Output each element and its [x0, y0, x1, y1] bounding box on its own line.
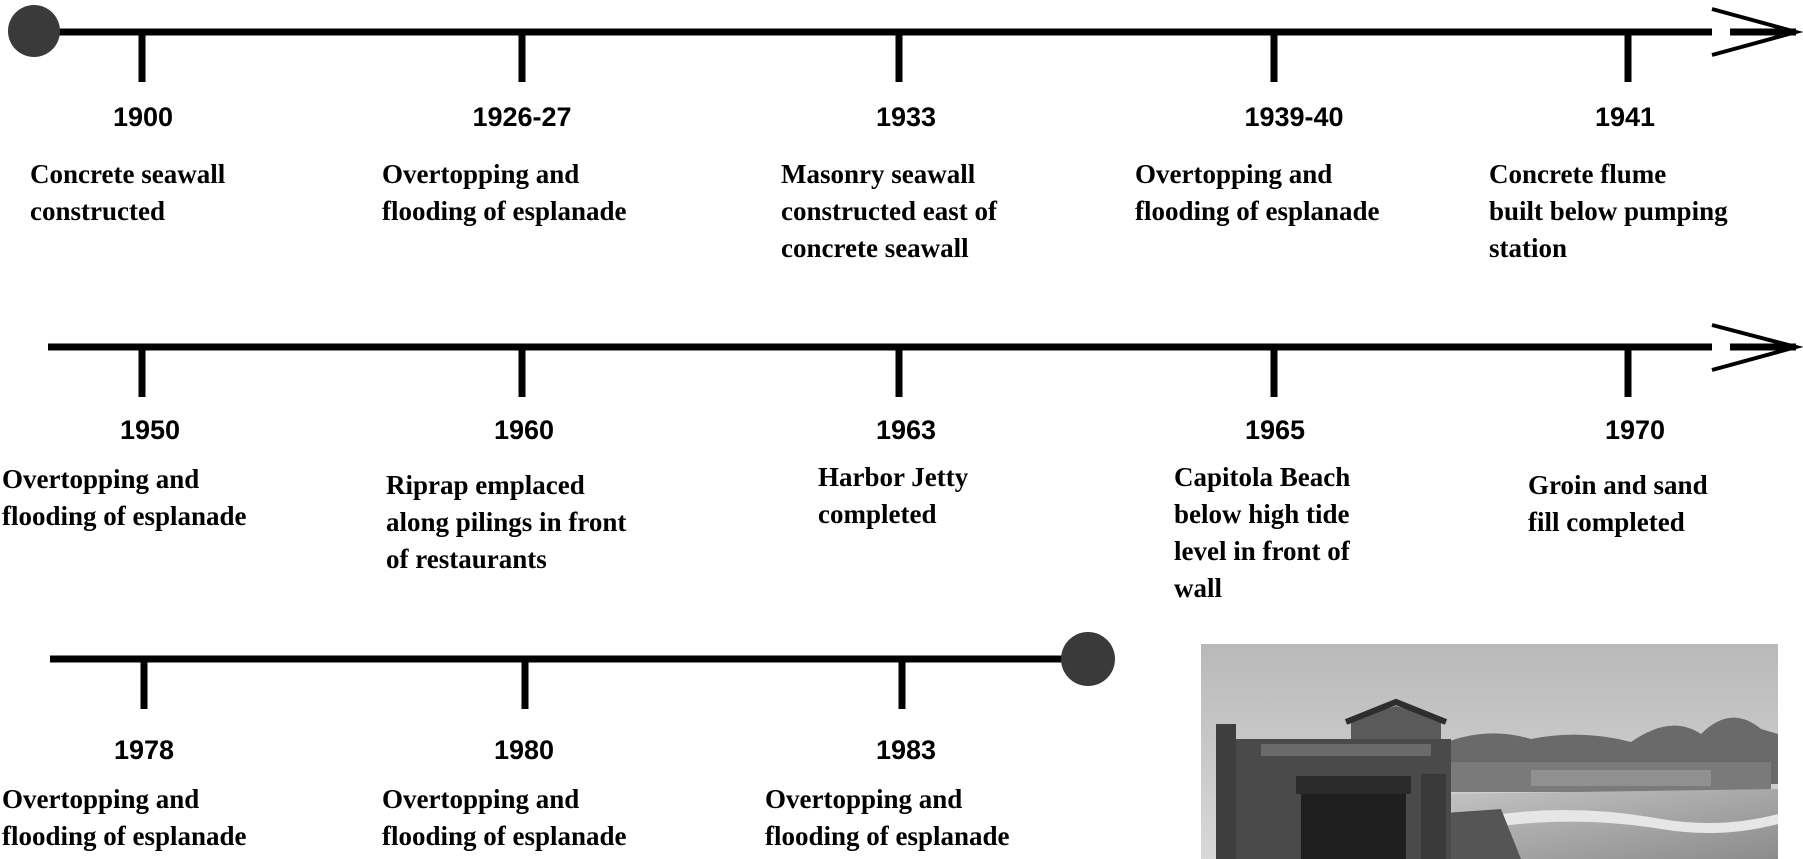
event-description-line: Overtopping and: [765, 784, 963, 814]
event-year-label: 1926-27: [472, 102, 571, 132]
event-description-line: Overtopping and: [382, 784, 580, 814]
event-year-label: 1900: [113, 102, 173, 132]
event-description-line: Capitola Beach: [1174, 462, 1351, 492]
event-description-line: Masonry seawall: [781, 159, 976, 189]
event-description: Overtopping and flooding of esplanade: [765, 781, 1010, 855]
event-description-line: fill completed: [1528, 507, 1685, 537]
event-description-line: completed: [818, 499, 937, 529]
event-year-label: 1960: [494, 415, 554, 445]
event-description: Overtopping and flooding of esplanade: [1135, 156, 1380, 230]
event-description-line: Overtopping and: [1135, 159, 1333, 189]
event-year-label: 1965: [1245, 415, 1305, 445]
event-description-line: flooding of esplanade: [2, 821, 247, 851]
start-point-marker: [8, 5, 60, 57]
beach-photo: [1201, 644, 1778, 859]
event-description-line: along pilings in front: [386, 507, 627, 537]
event-description-line: Overtopping and: [382, 159, 580, 189]
event-description-line: flooding of esplanade: [382, 821, 627, 851]
beach-photo-image: [1201, 644, 1778, 859]
event-year-label: 1970: [1605, 415, 1665, 445]
event-description-line: Overtopping and: [2, 784, 200, 814]
event-description-line: Concrete flume: [1489, 159, 1667, 189]
event-year-label: 1980: [494, 735, 554, 765]
event-description-line: flooding of esplanade: [382, 196, 627, 226]
event-year-label: 1983: [876, 735, 936, 765]
event-description-line: constructed east of: [781, 196, 997, 226]
event-description: Masonry seawall constructed east of concre…: [781, 156, 997, 267]
event-description-line: Concrete seawall: [30, 159, 226, 189]
event-description: Concrete flume built below pumping station: [1489, 156, 1728, 267]
event-description: Capitola Beach below high tide level in fr…: [1174, 459, 1350, 607]
event-year-label: 1963: [876, 415, 936, 445]
event-description-line: flooding of esplanade: [1135, 196, 1380, 226]
end-point-marker: [1061, 632, 1115, 686]
event-description: Concrete seawall constructed: [30, 156, 225, 230]
event-description: Overtopping and flooding of esplanade: [2, 461, 247, 535]
event-description-line: Overtopping and: [2, 464, 200, 494]
event-description-line: Harbor Jetty: [818, 462, 969, 492]
event-description: Overtopping and flooding of esplanade: [2, 781, 247, 855]
event-year-label: 1950: [120, 415, 180, 445]
event-description: Overtopping and flooding of esplanade: [382, 781, 627, 855]
event-description-line: built below pumping: [1489, 196, 1728, 226]
event-year-label: 1933: [876, 102, 936, 132]
event-description-line: level in front of: [1174, 536, 1350, 566]
event-description-line: flooding of esplanade: [2, 501, 247, 531]
event-description: Harbor Jetty completed: [818, 459, 968, 533]
event-description-line: wall: [1174, 573, 1223, 603]
event-description-line: Groin and sand: [1528, 470, 1708, 500]
event-description-line: Riprap emplaced: [386, 470, 585, 500]
event-year-label: 1941: [1595, 102, 1655, 132]
event-description-line: below high tide: [1174, 499, 1350, 529]
event-description-line: station: [1489, 233, 1568, 263]
event-description-line: of restaurants: [386, 544, 547, 574]
event-description-line: constructed: [30, 196, 165, 226]
tick-layer: 1900 1926-27 1933 1939-40 1941 1950 1960 1963 19…: [113, 32, 1665, 765]
event-description: Overtopping and flooding of esplanade: [382, 156, 627, 230]
event-description-line: flooding of esplanade: [765, 821, 1010, 851]
event-description-line: concrete seawall: [781, 233, 969, 263]
event-year-label: 1978: [114, 735, 174, 765]
event-description: Groin and sand fill completed: [1528, 467, 1708, 541]
event-description: Riprap emplaced along pilings in front of …: [386, 467, 626, 578]
event-year-label: 1939-40: [1244, 102, 1343, 132]
